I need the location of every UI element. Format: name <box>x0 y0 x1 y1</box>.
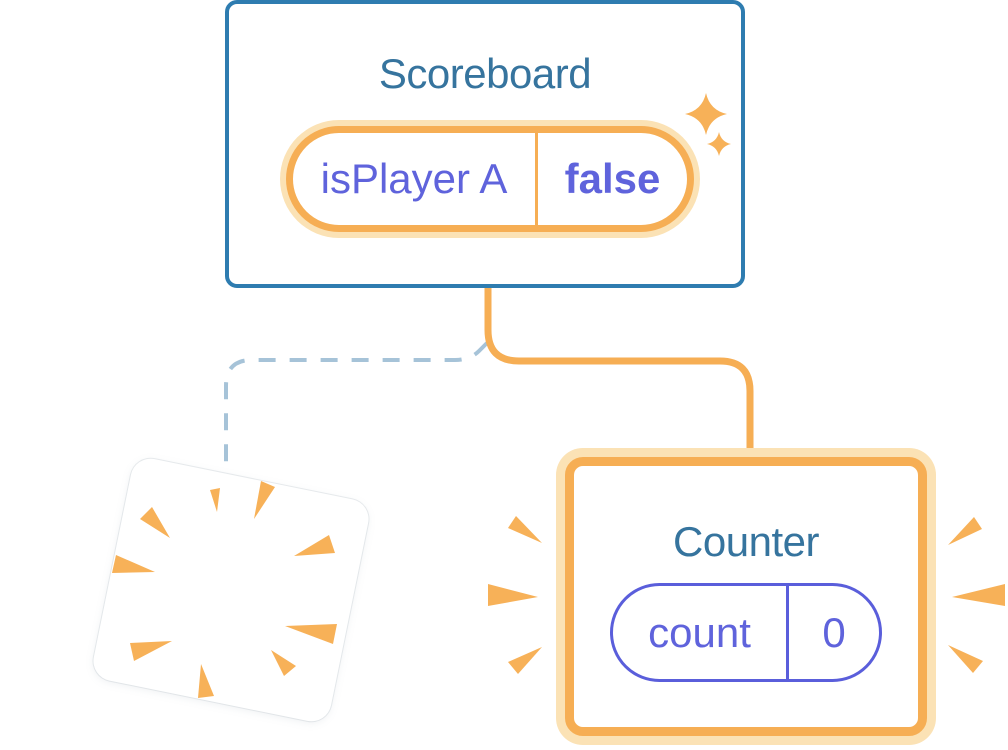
scoreboard-card: Scoreboard isPlayer A false <box>225 0 745 288</box>
counter-state-value: 0 <box>822 608 846 656</box>
scoreboard-title: Scoreboard <box>378 50 592 97</box>
scoreboard-state-value: false <box>564 155 661 202</box>
destroyed-component-card <box>89 455 373 725</box>
destroyed-connector-dashed-line <box>224 341 489 462</box>
scoreboard-state-pill: isPlayer A false <box>286 126 694 232</box>
counter-title: Counter <box>673 518 819 565</box>
pill-divider <box>786 586 789 679</box>
kept-connector-solid-line <box>484 286 754 452</box>
counter-card: Counter count 0 <box>565 457 927 736</box>
counter-state-name: count <box>648 608 751 656</box>
scoreboard-state-name: isPlayer A <box>320 155 508 202</box>
pill-divider <box>535 133 538 225</box>
counter-state-pill: count 0 <box>610 583 882 682</box>
